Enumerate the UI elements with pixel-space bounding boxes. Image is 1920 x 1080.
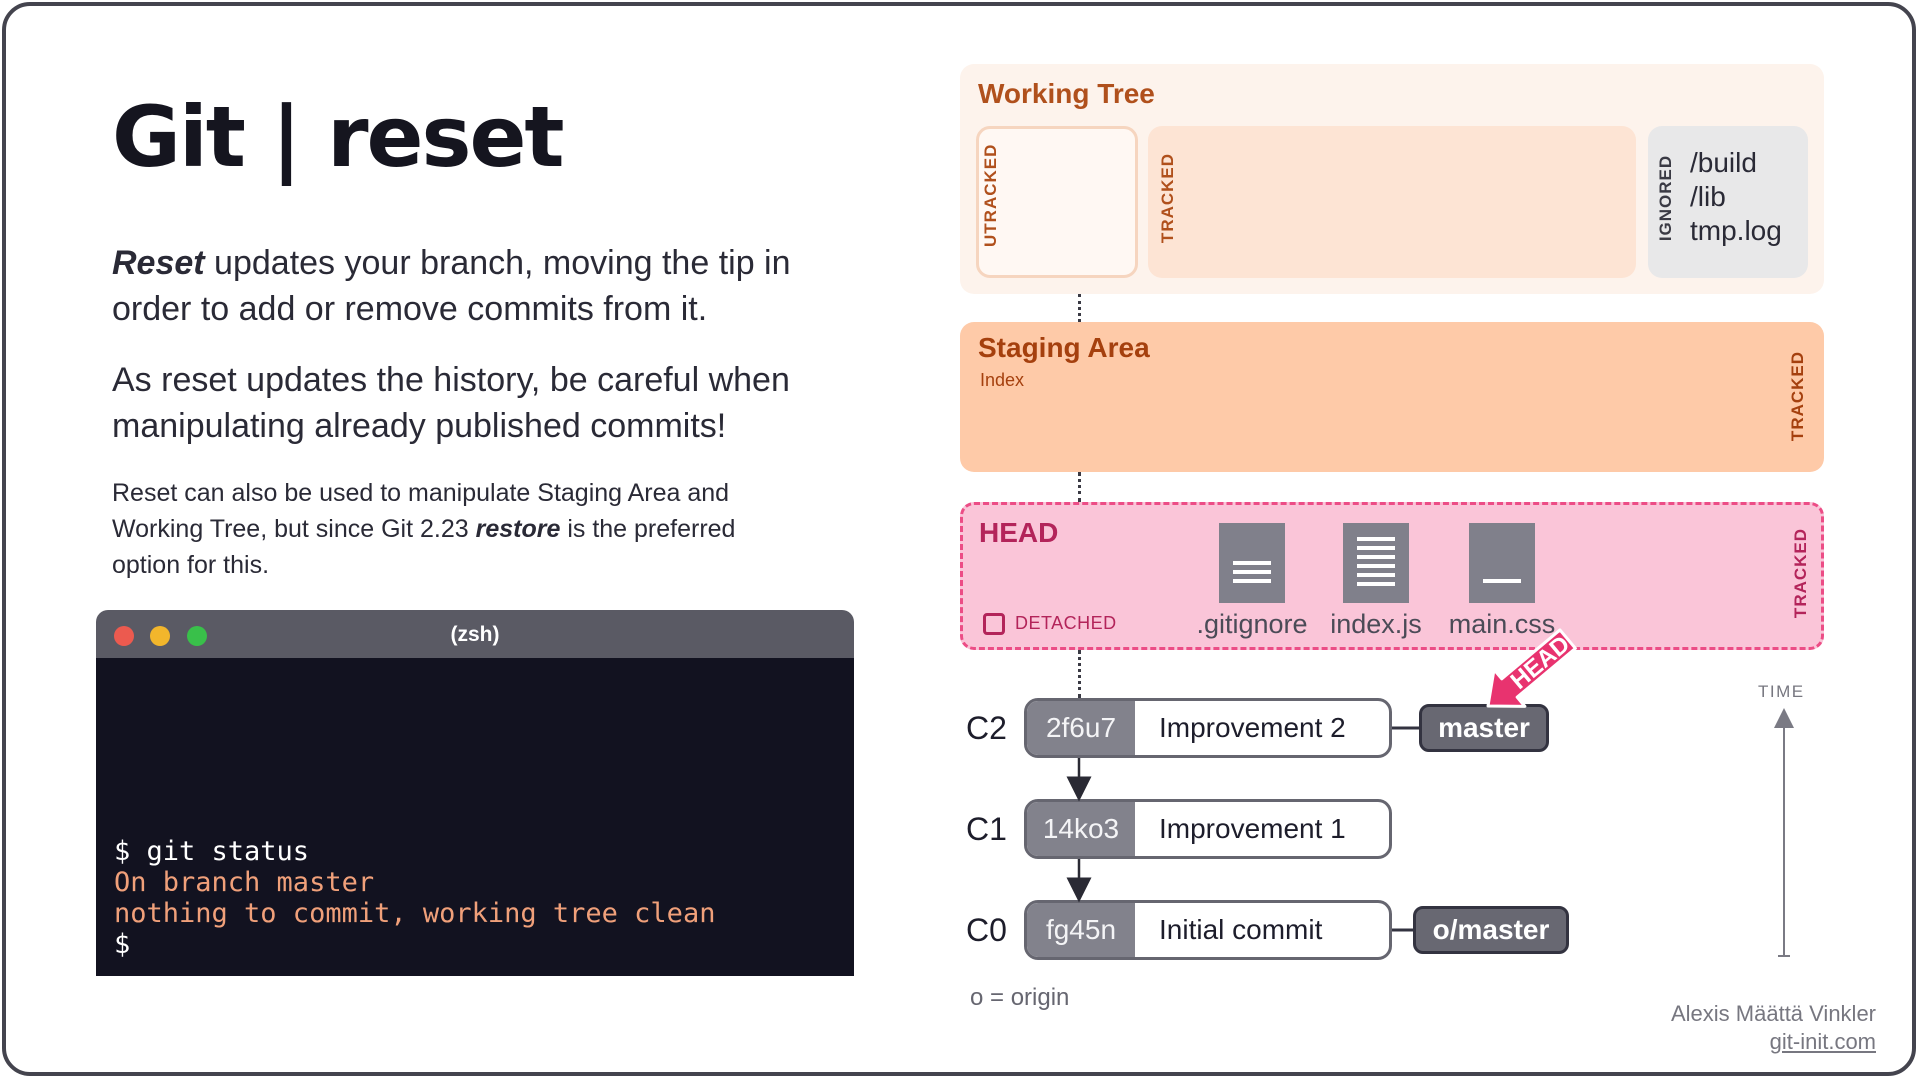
file-icon	[1219, 523, 1285, 603]
maximize-window-dot[interactable]	[187, 626, 207, 646]
ignored-files-list: /build /lib tmp.log	[1690, 146, 1782, 248]
commit-hash: fg45n	[1027, 903, 1135, 957]
commit-hash: 14ko3	[1027, 802, 1135, 856]
commit-label: C0	[966, 912, 1007, 948]
intro-paragraph-3-text-a: Reset can also be used to manipulate Sta…	[112, 479, 730, 543]
terminal-window: (zsh) $ git status On branch master noth…	[96, 610, 854, 976]
origin-note: o = origin	[970, 984, 1070, 1011]
author-name: Alexis Määttä Vinkler	[1670, 1001, 1876, 1026]
terminal-title: (zsh)	[450, 623, 500, 646]
minimize-window-dot[interactable]	[150, 626, 170, 646]
head-zone: HEAD DETACHED .gitignore index.js main.c…	[960, 502, 1824, 650]
commit-message: Initial commit	[1159, 914, 1323, 945]
terminal-body[interactable]: $ git status On branch master nothing to…	[96, 658, 854, 976]
ignored-area: IGNORED /build /lib tmp.log	[1648, 126, 1808, 278]
commit-label: C1	[966, 811, 1007, 847]
staging-area-subtitle: Index	[980, 370, 1025, 390]
detached-label: DETACHED	[1015, 613, 1117, 633]
file-name: index.js	[1330, 609, 1422, 639]
origin-master-branch-label[interactable]: o/master	[1413, 906, 1569, 954]
terminal-line: $ git status	[114, 836, 310, 867]
commit-message: Improvement 2	[1159, 712, 1346, 743]
head-title: HEAD	[979, 517, 1059, 548]
file-item: .gitignore	[1182, 523, 1322, 640]
commit-node[interactable]: fg45n Initial commit	[1024, 900, 1392, 960]
file-icon	[1469, 523, 1535, 603]
intro-paragraph-2: As reset updates the history, be careful…	[112, 361, 790, 445]
restore-keyword: restore	[475, 515, 561, 543]
file-name: main.css	[1448, 609, 1556, 639]
terminal-line: nothing to commit, working tree clean	[114, 898, 716, 929]
ignored-file: tmp.log	[1690, 215, 1782, 246]
commit-label: C2	[966, 710, 1007, 746]
time-label: TIME	[1758, 682, 1805, 701]
file-item: main.css	[1432, 523, 1572, 640]
file-item: index.js	[1306, 523, 1446, 640]
file-icon	[1343, 523, 1409, 603]
terminal-prompt: $	[114, 929, 131, 960]
untracked-area: UTRACKED	[976, 126, 1138, 278]
terminal-line: On branch master	[114, 867, 375, 898]
commit-node[interactable]: 2f6u7 Improvement 2	[1024, 698, 1392, 758]
working-tree-zone: Working Tree UTRACKED TRACKED IGNORED /b…	[960, 64, 1824, 294]
intro-paragraph-3: Reset can also be used to manipulate Sta…	[112, 475, 792, 583]
ignored-file: /lib	[1690, 181, 1726, 212]
intro-paragraph-3-text-b: is the preferred option for this.	[112, 515, 736, 579]
site-link[interactable]: git-init.com	[1769, 1029, 1876, 1054]
commit-hash: 2f6u7	[1027, 701, 1135, 755]
connector-line	[1078, 650, 1081, 698]
staging-area-title: Staging Area	[978, 332, 1150, 363]
tracked-label: TRACKED	[1158, 152, 1177, 244]
ignored-file: /build	[1690, 147, 1757, 178]
detached-checkbox[interactable]	[983, 613, 1005, 635]
reset-keyword: Reset	[112, 244, 205, 282]
terminal-title-bar: (zsh)	[96, 610, 854, 658]
master-branch-label[interactable]: master	[1419, 704, 1549, 752]
file-name: .gitignore	[1196, 609, 1308, 639]
intro-paragraph-1-text: updates your branch, moving the tip in o…	[112, 244, 791, 328]
staging-tracked-label: TRACKED	[1788, 350, 1807, 442]
credit-block: Alexis Määttä Vinkler git-init.com	[1671, 1000, 1876, 1056]
head-tracked-label: TRACKED	[1791, 527, 1810, 619]
staging-area-zone: Staging Area Index TRACKED	[960, 322, 1824, 472]
commit-message: Improvement 1	[1159, 813, 1346, 844]
connector-line	[1078, 472, 1081, 502]
tracked-area: TRACKED	[1148, 126, 1636, 278]
connector-line	[1078, 294, 1081, 322]
intro-paragraph-1: Reset updates your branch, moving the ti…	[112, 240, 832, 332]
terminal-lines: $ git status On branch master nothing to…	[114, 836, 715, 960]
page-title: Git | reset	[112, 88, 565, 186]
close-window-dot[interactable]	[114, 626, 134, 646]
commit-node[interactable]: 14ko3 Improvement 1	[1024, 799, 1392, 859]
working-tree-title: Working Tree	[978, 78, 1155, 109]
untracked-label: UTRACKED	[981, 143, 1000, 247]
ignored-label: IGNORED	[1656, 154, 1675, 242]
